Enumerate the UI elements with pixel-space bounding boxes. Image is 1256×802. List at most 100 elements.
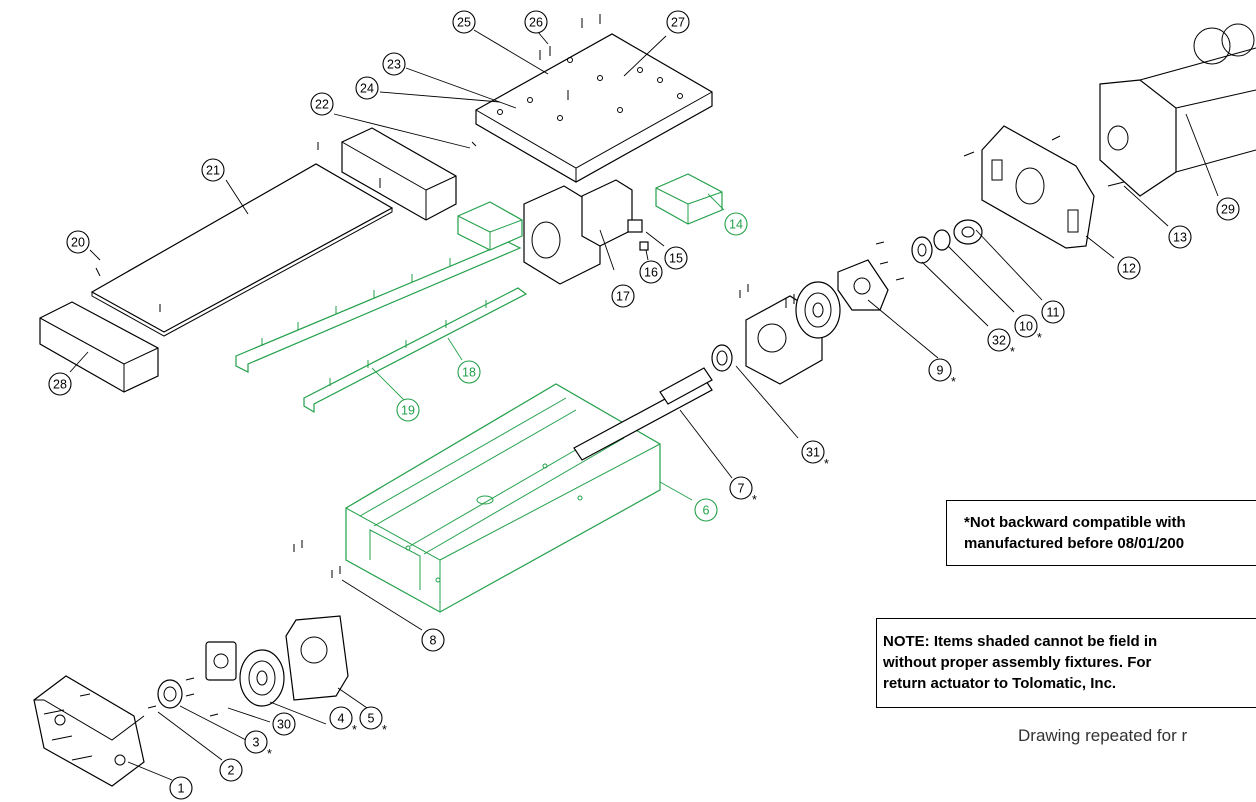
fastener-group <box>43 14 1125 761</box>
bearing-rear <box>795 281 841 339</box>
bearing-front <box>239 649 285 707</box>
callout-number: 28 <box>53 378 67 392</box>
callout-1: 1 <box>169 776 193 800</box>
callout-32: 32 * <box>987 328 1015 359</box>
callout-26: 26 <box>524 10 548 34</box>
callout-19: 19 <box>396 398 420 422</box>
callout-asterisk: * <box>382 723 387 737</box>
callout-7: 7* <box>729 476 757 507</box>
field-note-line-1: NOTE: Items shaded cannot be field in <box>883 633 1158 650</box>
callout-circle <box>396 398 420 422</box>
callout-circle <box>801 440 825 464</box>
callout-number: 3 <box>253 736 260 750</box>
callout-number: 20 <box>71 236 85 250</box>
callout-asterisk: * <box>951 375 956 389</box>
callout-circle <box>729 476 753 500</box>
callout-11: 11 <box>1041 300 1065 324</box>
callout-asterisk: * <box>824 457 829 471</box>
washer-rear <box>911 236 933 264</box>
actuator-body-part <box>345 383 661 613</box>
callout-circle <box>611 284 635 308</box>
callout-circle <box>987 328 1011 352</box>
bushing-part <box>711 344 733 372</box>
callout-number: 24 <box>360 82 374 96</box>
callout-number: 22 <box>315 98 329 112</box>
callout-number: 12 <box>1122 262 1136 276</box>
callout-number: 26 <box>529 16 543 30</box>
field-note-line-2: without proper assembly fixtures. For <box>883 654 1152 671</box>
callout-27: 27 <box>666 10 690 34</box>
callout-25: 25 <box>452 10 476 34</box>
carriage-plate-part <box>475 33 713 183</box>
callout-circle <box>639 260 663 284</box>
callout-circle <box>355 76 379 100</box>
callout-24: 24 <box>355 76 379 100</box>
callout-number: 13 <box>1173 231 1187 245</box>
callout-13: 13 <box>1168 225 1192 249</box>
callout-5: 5* <box>359 706 387 737</box>
callout-circle <box>272 712 296 736</box>
callout-number: 31 <box>806 446 820 460</box>
motor-mount-part <box>981 125 1095 249</box>
set-screw-part <box>639 241 649 251</box>
lead-screw-part <box>573 367 713 461</box>
callout-number: 7 <box>738 482 745 496</box>
callout-circle <box>524 10 548 34</box>
callout-number: 2 <box>228 764 235 778</box>
guide-rail-lower <box>303 287 528 414</box>
callout-asterisk: * <box>752 493 757 507</box>
callout-21: 21 <box>201 158 225 182</box>
callout-number: 27 <box>671 16 685 30</box>
callout-circle <box>1117 256 1141 280</box>
bearing-block-left <box>457 201 523 251</box>
callout-circle <box>359 706 383 730</box>
callout-circle <box>169 776 193 800</box>
callout-circle <box>329 706 353 730</box>
callout-10: 10* <box>1014 314 1042 345</box>
callout-31: 31 * <box>801 440 829 471</box>
callout-circle <box>1041 300 1065 324</box>
callout-circle <box>724 212 748 236</box>
callout-circle <box>694 498 718 522</box>
callout-circle <box>928 358 952 382</box>
callout-circle <box>421 628 445 652</box>
callout-number: 25 <box>457 16 471 30</box>
callout-number: 19 <box>401 404 415 418</box>
drawing-caption: Drawing repeated for r <box>1018 726 1188 745</box>
compatibility-note: *Not backward compatible with manufactur… <box>946 500 1256 566</box>
compat-note-line-1: *Not backward compatible with <box>964 514 1186 531</box>
callout-number: 32 <box>992 334 1006 348</box>
callout-20: 20 <box>66 230 90 254</box>
callout-circle <box>666 10 690 34</box>
callout-circle <box>244 730 268 754</box>
locknut-rear <box>933 229 951 251</box>
callout-number: 16 <box>644 266 658 280</box>
callout-number: 23 <box>387 58 401 72</box>
field-installation-note: NOTE: Items shaded cannot be field in wi… <box>876 618 1256 708</box>
field-note-line-3: return actuator to Tolomatic, Inc. <box>883 675 1117 692</box>
coupler-part <box>953 219 983 245</box>
callout-number: 14 <box>729 218 743 232</box>
callout-16: 16 <box>639 260 663 284</box>
callout-number: 21 <box>206 164 220 178</box>
callout-number: 6 <box>703 504 710 518</box>
callout-asterisk: * <box>1010 345 1015 359</box>
bearing-support-front <box>285 615 349 701</box>
bearing-block-right <box>655 173 723 225</box>
callout-asterisk: * <box>352 723 357 737</box>
end-cap-front <box>33 675 145 787</box>
callout-4: 4* <box>329 706 357 737</box>
callout-circle <box>382 52 406 76</box>
bearing-plate-front <box>205 641 237 681</box>
locknut-front <box>157 679 183 709</box>
callout-3: 3* <box>244 730 272 761</box>
callout-circle <box>457 360 481 384</box>
callout-14: 14 <box>724 212 748 236</box>
callout-9: 9* <box>928 358 956 389</box>
callout-number: 17 <box>616 290 630 304</box>
callout-18: 18 <box>457 360 481 384</box>
cover-strip-part <box>90 163 394 337</box>
callout-30: 30 <box>272 712 296 736</box>
